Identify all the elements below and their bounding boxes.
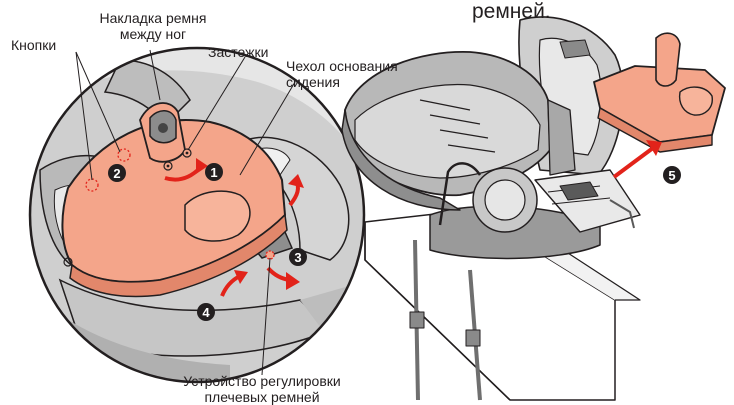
step-1-number: 1 bbox=[210, 165, 217, 180]
label-seat-cover-line1: Чехол основания bbox=[286, 58, 398, 74]
label-shoulder-adjuster-line1: Устройство регулировки bbox=[152, 373, 372, 389]
step-2: 2 bbox=[108, 164, 126, 182]
step-1: 1 bbox=[205, 163, 223, 181]
step-5: 5 bbox=[663, 166, 681, 184]
step-3: 3 bbox=[289, 248, 307, 266]
label-strap-pad: Накладка ремня между ног bbox=[88, 10, 218, 42]
step-4-number: 4 bbox=[202, 305, 210, 320]
label-shoulder-adjuster-line2: плечевых ремней bbox=[152, 389, 372, 405]
header-fragment: ремней. bbox=[472, 0, 551, 24]
label-clasps: Застежки bbox=[208, 44, 268, 60]
label-seat-cover: Чехол основания сидения bbox=[286, 58, 398, 90]
step-3-number: 3 bbox=[294, 250, 301, 265]
label-shoulder-adjuster: Устройство регулировки плечевых ремней bbox=[152, 373, 372, 405]
step-4: 4 bbox=[197, 303, 215, 321]
step-5-number: 5 bbox=[668, 168, 675, 183]
label-seat-cover-line2: сидения bbox=[286, 74, 398, 90]
label-strap-pad-line1: Накладка ремня bbox=[88, 10, 218, 26]
step-2-number: 2 bbox=[113, 166, 120, 181]
stroller-illustration bbox=[342, 17, 725, 400]
zoom-circle bbox=[20, 48, 380, 400]
label-buttons: Кнопки bbox=[11, 37, 56, 53]
label-strap-pad-line2: между ног bbox=[88, 26, 218, 42]
